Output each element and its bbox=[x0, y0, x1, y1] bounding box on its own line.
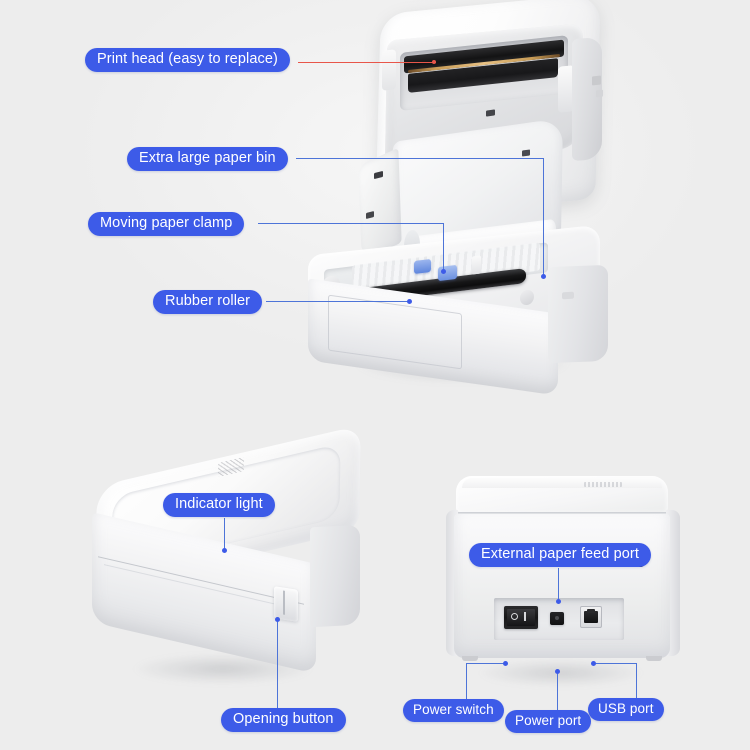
connector-power-port bbox=[557, 672, 558, 710]
rear-foot-right bbox=[646, 656, 662, 661]
hinge-clip-three bbox=[486, 109, 495, 117]
callout-power-port[interactable]: Power port bbox=[505, 710, 592, 733]
connector-print-head bbox=[298, 62, 436, 63]
connector-usb-port-v bbox=[636, 663, 637, 698]
connector-endpoint-rubber-roller bbox=[407, 299, 412, 304]
callout-usb-port[interactable]: USB port bbox=[588, 698, 664, 721]
connector-endpoint-indicator-light bbox=[222, 548, 227, 553]
hinge-clip-four bbox=[522, 149, 530, 157]
closed-printer-illustration bbox=[88, 425, 378, 702]
rear-printer-illustration bbox=[432, 476, 702, 700]
lid-tab-left bbox=[382, 49, 396, 91]
connector-opening-button bbox=[277, 620, 278, 708]
power-switch-part bbox=[504, 606, 538, 629]
connector-paper-clamp-h bbox=[258, 223, 443, 224]
paper-clamp-left bbox=[414, 258, 431, 275]
connector-power-switch-h bbox=[466, 663, 506, 664]
callout-paper-feed-port[interactable]: External paper feed port bbox=[469, 543, 651, 567]
connector-paper-feed-port bbox=[558, 568, 559, 602]
connector-usb-port-h bbox=[594, 663, 636, 664]
connector-endpoint-power-port bbox=[555, 669, 560, 674]
connector-paper-clamp-v bbox=[443, 223, 444, 272]
connector-endpoint-paper-feed-port bbox=[556, 599, 561, 604]
connector-paper-bin-h bbox=[296, 158, 543, 159]
connector-paper-bin-v bbox=[543, 158, 544, 276]
lid-hinge-arm-left bbox=[358, 147, 402, 261]
rear-top-lip bbox=[462, 478, 662, 488]
rear-label-print bbox=[584, 482, 622, 487]
paper-clamp-post bbox=[472, 255, 481, 275]
connector-rubber-roller bbox=[266, 301, 410, 302]
connector-endpoint-opening-button bbox=[275, 617, 280, 622]
rear-printer-shadow bbox=[446, 654, 676, 692]
connector-endpoint-paper-bin bbox=[541, 274, 546, 279]
power-off-marking bbox=[511, 613, 518, 620]
rear-lid-seam bbox=[454, 512, 670, 514]
connector-endpoint-print-head bbox=[432, 60, 436, 64]
connector-endpoint-usb-port bbox=[591, 661, 596, 666]
callout-paper-bin[interactable]: Extra large paper bin bbox=[127, 147, 288, 171]
connector-endpoint-power-switch bbox=[503, 661, 508, 666]
callout-paper-clamp[interactable]: Moving paper clamp bbox=[88, 212, 245, 236]
callout-print-head[interactable]: Print head (easy to replace) bbox=[85, 48, 290, 72]
callout-opening-button[interactable]: Opening button bbox=[221, 708, 346, 732]
usb-port-part bbox=[580, 606, 602, 628]
callout-power-switch[interactable]: Power switch bbox=[403, 699, 504, 722]
power-on-marking bbox=[524, 612, 526, 621]
power-port-part bbox=[550, 612, 564, 625]
connector-endpoint-paper-clamp bbox=[441, 269, 446, 274]
lid-marking-one bbox=[592, 75, 601, 86]
connector-power-switch-v bbox=[466, 663, 467, 699]
open-printer-illustration bbox=[300, 0, 640, 404]
printer-side-vent bbox=[562, 291, 574, 300]
lid-side-panel bbox=[572, 36, 602, 162]
rear-foot-left bbox=[462, 656, 478, 661]
callout-rubber-roller[interactable]: Rubber roller bbox=[153, 290, 263, 314]
connector-indicator-light bbox=[224, 518, 225, 551]
printer-body-side bbox=[548, 264, 608, 364]
closed-printer-side bbox=[310, 524, 360, 628]
lid-marking-two bbox=[596, 89, 603, 98]
callout-indicator-light[interactable]: Indicator light bbox=[163, 493, 275, 517]
